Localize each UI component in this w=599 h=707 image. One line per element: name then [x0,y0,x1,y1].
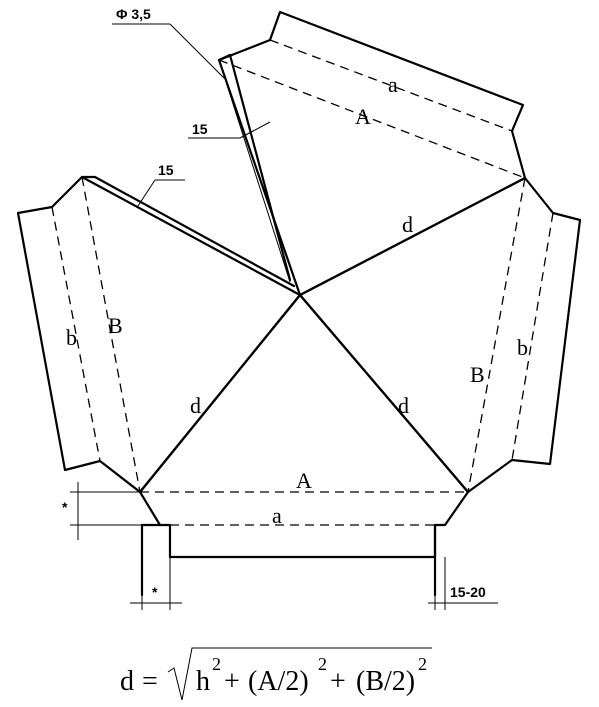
tolerance-dimension: 15-20 [450,584,486,600]
label-d-right: d [398,393,409,418]
dimensions: Φ 3,5 15 15 * * 15-20 [62,6,498,610]
edge-labels: a A d b B d d B b A a [66,72,528,528]
formula-h-sq: 2 [212,654,221,674]
label-B-right: B [470,362,485,387]
formula-eq: = [142,666,158,697]
formula-plus-2: + [330,666,346,697]
formula-h: h [196,666,210,697]
star-vertical: * [62,499,68,515]
formula: d = h 2 + (A/2) 2 + (B/2) 2 [120,647,432,701]
label-A-top: A [355,104,371,129]
label-b-left: b [66,325,77,350]
left-face [16,175,302,494]
formula-a-sq: 2 [318,654,327,674]
label-A-bottom: A [296,468,312,493]
bottom-face [138,293,470,597]
label-B-left: B [108,313,123,338]
label-d-top-right: d [402,212,413,237]
formula-a-half: (A/2) [248,666,309,697]
formula-b-sq: 2 [418,654,427,674]
hole-dimension: Φ 3,5 [116,6,151,22]
label-d-left: d [190,393,201,418]
formula-plus-1: + [224,666,240,697]
star-horizontal: * [152,584,158,600]
label-a-bottom: a [272,503,282,528]
formula-b-half: (B/2) [356,666,415,697]
flap-width-left: 15 [158,162,174,178]
flap-width-top: 15 [192,121,208,137]
right-face [298,176,582,494]
formula-lhs: d [120,666,134,697]
top-face [217,10,527,297]
label-b-right: b [517,335,528,360]
label-a-top: a [388,72,398,97]
